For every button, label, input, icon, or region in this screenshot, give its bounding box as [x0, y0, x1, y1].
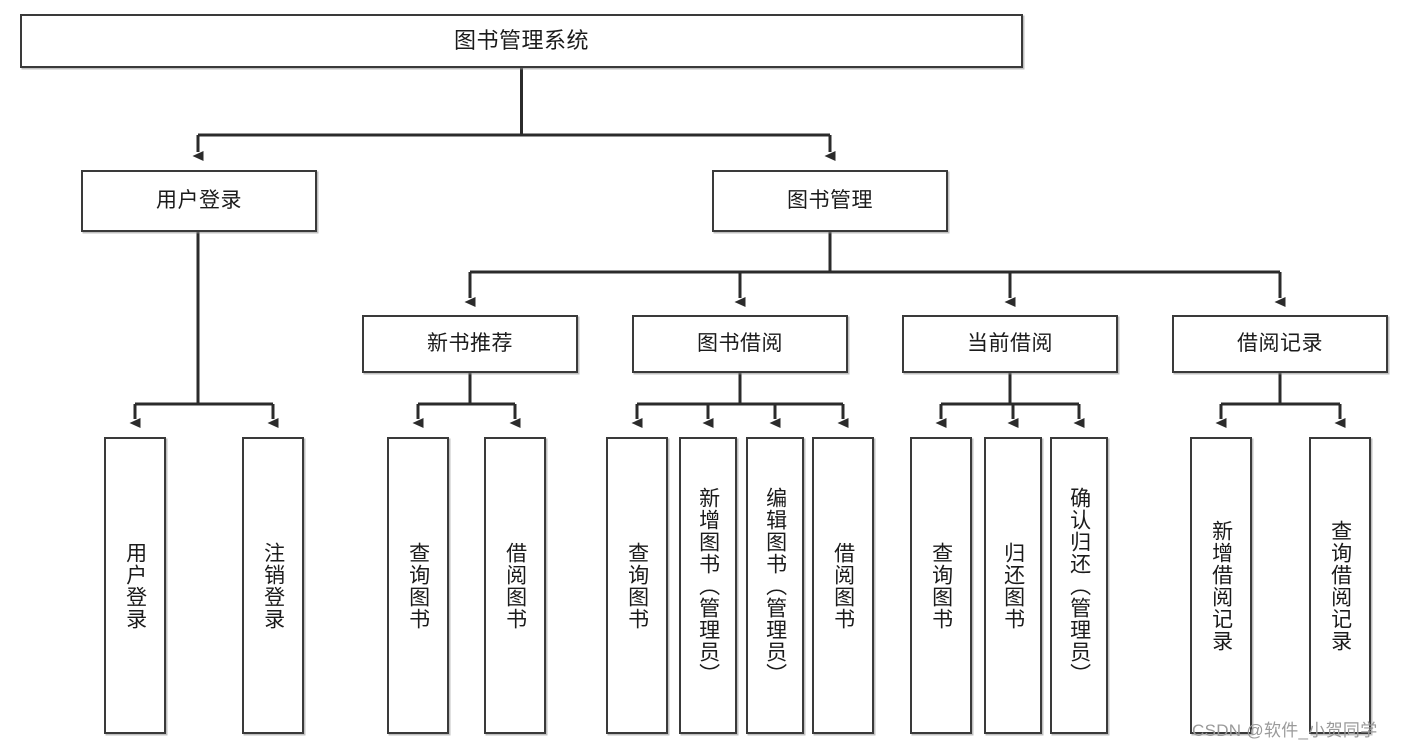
- leaf-node-label: 借阅图书: [831, 541, 855, 630]
- node-user-login[interactable]: 用户登录: [81, 170, 317, 232]
- leaf-node-label: 查询图书: [929, 541, 953, 630]
- leaf-node-label: 归还图书: [1001, 541, 1025, 630]
- leaf-node[interactable]: 归还图书: [984, 437, 1042, 734]
- node-borrow-record-label: 借阅记录: [1237, 331, 1323, 355]
- leaf-node-label: 确认归还（管理员）: [1067, 486, 1091, 685]
- leaf-node[interactable]: 新增图书（管理员）: [679, 437, 737, 734]
- node-root[interactable]: 图书管理系统: [20, 14, 1023, 68]
- node-book-borrow-label: 图书借阅: [697, 331, 783, 355]
- leaf-node[interactable]: 用户登录: [104, 437, 166, 734]
- leaf-node-label: 借阅图书: [503, 541, 527, 630]
- leaf-node-label: 注销登录: [261, 541, 285, 630]
- leaf-node[interactable]: 借阅图书: [484, 437, 546, 734]
- leaf-node-label: 查询借阅记录: [1328, 519, 1352, 652]
- node-user-login-label: 用户登录: [156, 188, 242, 212]
- leaf-node-label: 新增借阅记录: [1209, 519, 1233, 652]
- node-book-management-label: 图书管理: [787, 188, 873, 212]
- node-borrow-record[interactable]: 借阅记录: [1172, 315, 1388, 373]
- node-current-borrow-label: 当前借阅: [967, 331, 1053, 355]
- node-current-borrow[interactable]: 当前借阅: [902, 315, 1118, 373]
- leaf-node[interactable]: 编辑图书（管理员）: [746, 437, 804, 734]
- leaf-node[interactable]: 查询借阅记录: [1309, 437, 1371, 734]
- leaf-node-label: 新增图书（管理员）: [696, 486, 720, 685]
- leaf-node[interactable]: 注销登录: [242, 437, 304, 734]
- leaf-node-label: 查询图书: [406, 541, 430, 630]
- csdn-watermark: CSDN @软件_小贺同学: [1192, 721, 1378, 740]
- leaf-node[interactable]: 借阅图书: [812, 437, 874, 734]
- node-book-management[interactable]: 图书管理: [712, 170, 948, 232]
- leaf-node[interactable]: 确认归还（管理员）: [1050, 437, 1108, 734]
- leaf-node[interactable]: 查询图书: [606, 437, 668, 734]
- node-book-borrow[interactable]: 图书借阅: [632, 315, 848, 373]
- node-new-book-recommend-label: 新书推荐: [427, 331, 513, 355]
- leaf-node-label: 用户登录: [123, 541, 147, 630]
- leaf-node[interactable]: 查询图书: [387, 437, 449, 734]
- leaf-node-label: 查询图书: [625, 541, 649, 630]
- node-root-label: 图书管理系统: [453, 28, 589, 54]
- node-new-book-recommend[interactable]: 新书推荐: [362, 315, 578, 373]
- leaf-node[interactable]: 新增借阅记录: [1190, 437, 1252, 734]
- leaf-node[interactable]: 查询图书: [910, 437, 972, 734]
- leaf-node-label: 编辑图书（管理员）: [763, 486, 787, 685]
